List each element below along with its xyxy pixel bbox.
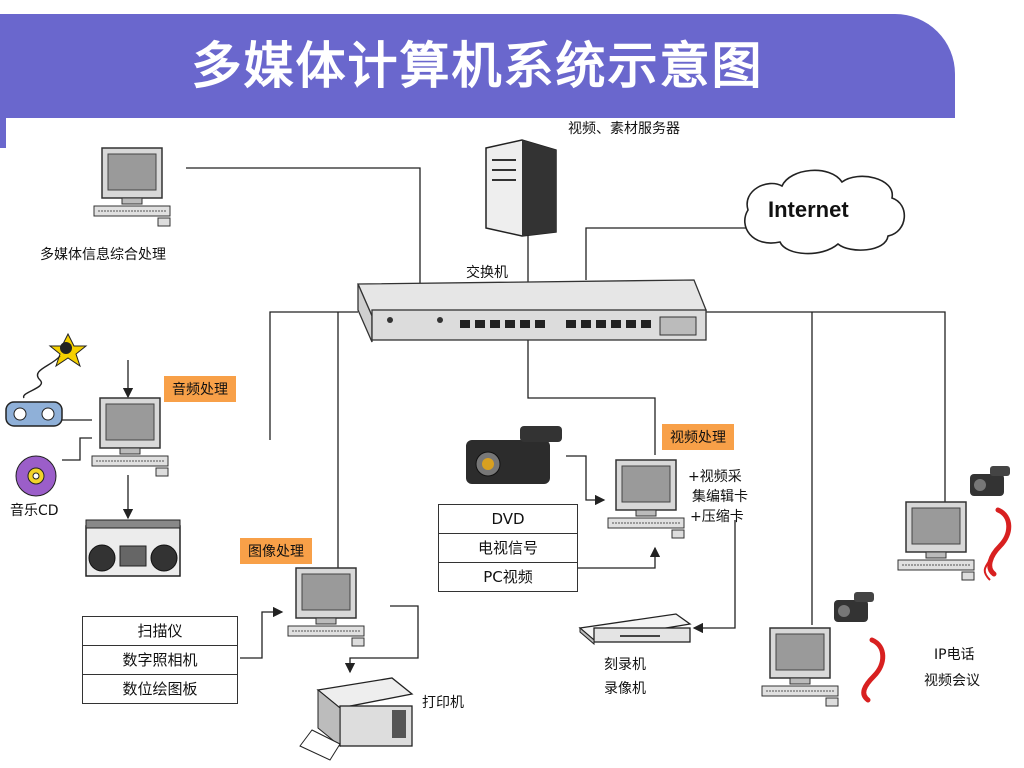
switch-icon [357,279,707,343]
boombox-icon [85,519,181,577]
audio-processing-tag: 音频处理 [164,376,236,402]
recorder-label: 录像机 [604,681,646,697]
video-camera-icon [466,426,562,484]
small-camera-icon [834,592,874,622]
image-source-table: 扫描仪 数字照相机 数位绘图板 [82,616,238,704]
video-card-label-2: 集编辑卡 [692,489,748,505]
printer-icon [299,677,414,761]
music-cd-label: 音乐CD [10,503,59,519]
video-card-label-1: +视频采 [688,469,742,485]
image-pc-icon [287,567,365,647]
music-cd-icon [15,455,57,497]
printer-label: 打印机 [422,695,464,711]
image-source-camera: 数字照相机 [83,646,237,675]
ip-phone-pc-icon [897,501,975,581]
conference-pc-icon [761,627,839,707]
video-pc-icon [607,459,685,539]
accent-bar [0,118,6,148]
video-conference-label: 视频会议 [924,673,980,689]
phone-handset-icon [861,637,886,703]
switch-label: 交换机 [466,265,508,281]
video-source-table: DVD 电视信号 PC视频 [438,504,578,592]
image-source-tablet: 数位绘图板 [122,680,198,698]
small-camera-icon [970,466,1010,496]
server-label: 视频、素材服务器 [568,121,680,137]
burner-label: 刻录机 [604,657,646,673]
page-title: 多媒体计算机系统示意图 [191,37,764,95]
internet-cloud-icon [743,169,906,255]
video-source-tv: 电视信号 [439,534,577,563]
ip-phone-label: IP电话 [934,647,975,663]
burner-recorder-icon [578,613,692,646]
title-band [0,14,955,118]
cassette-player-icon [5,401,63,427]
server-icon [485,139,557,237]
audio-pc-icon [91,397,169,477]
video-card-label-3: +压缩卡 [690,509,744,525]
image-processing-tag: 图像处理 [240,538,312,564]
multimedia-info-label: 多媒体信息综合处理 [40,247,166,263]
internet-label: Internet [768,197,849,222]
multimedia-pc-icon [93,147,171,227]
image-source-scanner: 扫描仪 [83,617,237,646]
phone-handset-icon [983,507,1012,581]
video-source-dvd: DVD [439,505,577,534]
connection-lines [62,167,946,674]
microphone-icon [23,332,88,399]
video-source-pc: PC视频 [483,568,533,586]
video-processing-tag: 视频处理 [662,424,734,450]
